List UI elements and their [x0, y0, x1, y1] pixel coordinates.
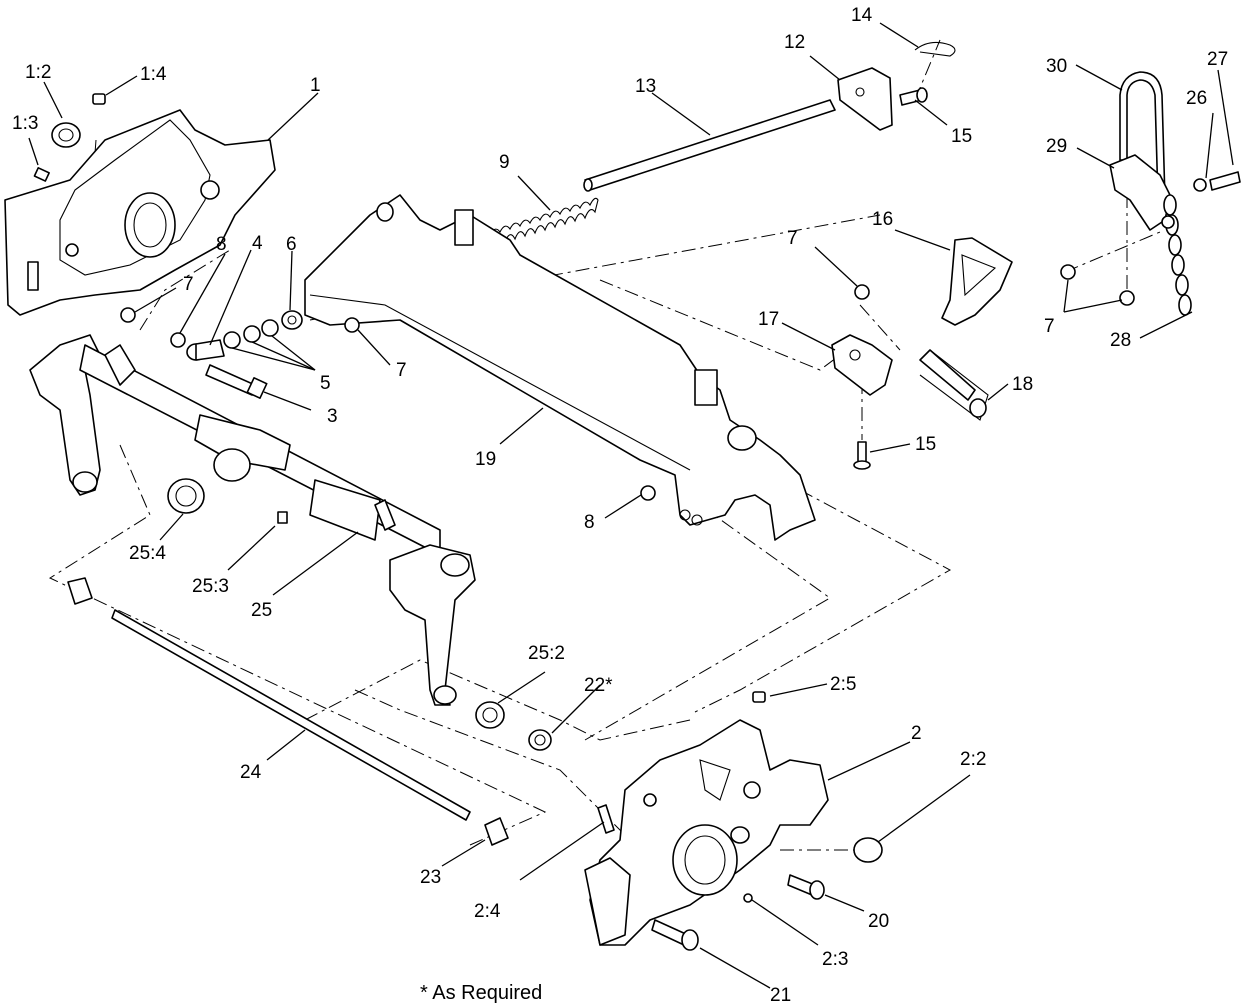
- grease-fitting-1-3: [33, 167, 50, 182]
- callout-25-2: 25:2: [528, 643, 565, 664]
- callout-23: 23: [420, 867, 441, 888]
- callout-25-4: 25:4: [129, 543, 166, 564]
- nut-7-hook-a: [1060, 264, 1076, 280]
- nut-8-upper: [170, 332, 186, 348]
- spacer-4: [186, 339, 225, 361]
- pin-14: [914, 41, 956, 57]
- bolt-15-upper: [899, 87, 928, 106]
- bracket-17: [831, 334, 893, 396]
- left-bracket-plate: [4, 109, 276, 316]
- washer-22: [528, 729, 552, 751]
- callout-2-4: 2:4: [474, 901, 501, 922]
- callout-24: 24: [240, 762, 262, 783]
- callout-15-upper: 15: [951, 126, 972, 147]
- bolt-20: [787, 874, 825, 900]
- callout-7-hook: 7: [1044, 316, 1055, 337]
- callout-19: 19: [475, 449, 496, 470]
- spacer-23-left: [67, 577, 93, 605]
- callout-1-4: 1:4: [140, 64, 167, 85]
- callout-25: 25: [251, 600, 272, 621]
- callout-28: 28: [1110, 330, 1131, 351]
- callout-21: 21: [770, 985, 791, 1006]
- grease-fitting-2-3: [743, 893, 753, 903]
- callout-2-3: 2:3: [822, 949, 848, 970]
- callout-1-2: 1:2: [25, 62, 51, 83]
- bushing-2-2: [853, 837, 883, 863]
- callout-15-lower: 15: [915, 434, 936, 455]
- callout-27: 27: [1207, 49, 1228, 70]
- washer-6: [281, 310, 303, 330]
- bolt-27: [1209, 171, 1241, 191]
- callout-8-upper: 8: [216, 234, 227, 255]
- pin-18: [919, 349, 989, 421]
- plate-12: [837, 67, 893, 131]
- bolt-3: [205, 364, 268, 400]
- callout-2: 2: [911, 723, 922, 744]
- bushing-1-2: [51, 122, 81, 148]
- grease-fitting-25-3: [277, 511, 288, 524]
- callout-12: 12: [784, 32, 805, 53]
- plug-2-5: [752, 691, 766, 703]
- rod-13: [583, 99, 836, 192]
- callout-8-frame: 8: [584, 512, 595, 533]
- washer-26: [1193, 178, 1207, 192]
- callout-16: 16: [872, 209, 893, 230]
- callout-30: 30: [1046, 56, 1067, 77]
- nut-7-upper-left: [120, 307, 136, 323]
- rod-24: [111, 609, 471, 821]
- callout-labels: 1 1:2 1:3 1:4 2 2:2 2:3 2:4 2:5 3 4 5 6 …: [12, 5, 1228, 1006]
- callout-7-pedal: 7: [787, 228, 798, 249]
- chain-28: [1163, 194, 1192, 316]
- pin-2-4: [597, 804, 615, 834]
- lower-housing-2: [584, 719, 829, 946]
- callout-29: 29: [1046, 136, 1067, 157]
- callout-26: 26: [1186, 88, 1207, 109]
- callout-25-3: 25:3: [192, 576, 229, 597]
- spacer-23: [484, 817, 509, 846]
- bolt-15-lower: [853, 441, 871, 470]
- callout-13: 13: [635, 76, 656, 97]
- bolt-21: [651, 919, 699, 951]
- spring-9: [489, 197, 599, 246]
- as-required-footnote: * As Required: [420, 982, 542, 1004]
- callout-1-3: 1:3: [12, 113, 38, 134]
- washers-5: [223, 319, 279, 349]
- assembly-guide-lines: [48, 39, 1161, 851]
- bushing-25-2: [475, 701, 505, 729]
- callout-6: 6: [286, 234, 297, 255]
- callout-5: 5: [320, 373, 331, 394]
- nut-7-frame: [344, 317, 360, 333]
- callout-7-left: 7: [183, 274, 194, 295]
- bushing-25-4: [167, 478, 205, 514]
- callout-14: 14: [851, 5, 873, 26]
- callout-2-2: 2:2: [960, 749, 986, 770]
- callout-1: 1: [310, 75, 321, 96]
- callout-22: 22*: [584, 675, 613, 696]
- plug-1-4: [92, 93, 106, 105]
- callout-2-5: 2:5: [830, 674, 856, 695]
- nut-7-pedal: [854, 284, 870, 300]
- nut-hook-c: [1161, 215, 1175, 229]
- callout-7-frame: 7: [396, 360, 407, 381]
- callout-17: 17: [758, 309, 779, 330]
- nut-8-frame: [640, 485, 656, 501]
- leader-lines: [28, 22, 1234, 989]
- callout-18: 18: [1012, 374, 1033, 395]
- frame-19: [304, 194, 816, 541]
- callout-4: 4: [252, 233, 263, 254]
- callout-20: 20: [868, 911, 889, 932]
- pedal-16: [941, 237, 1013, 326]
- nut-7-hook-b: [1119, 290, 1135, 306]
- callout-9: 9: [499, 152, 510, 173]
- callout-3: 3: [327, 406, 338, 427]
- shift-arm-shaft: [29, 334, 476, 706]
